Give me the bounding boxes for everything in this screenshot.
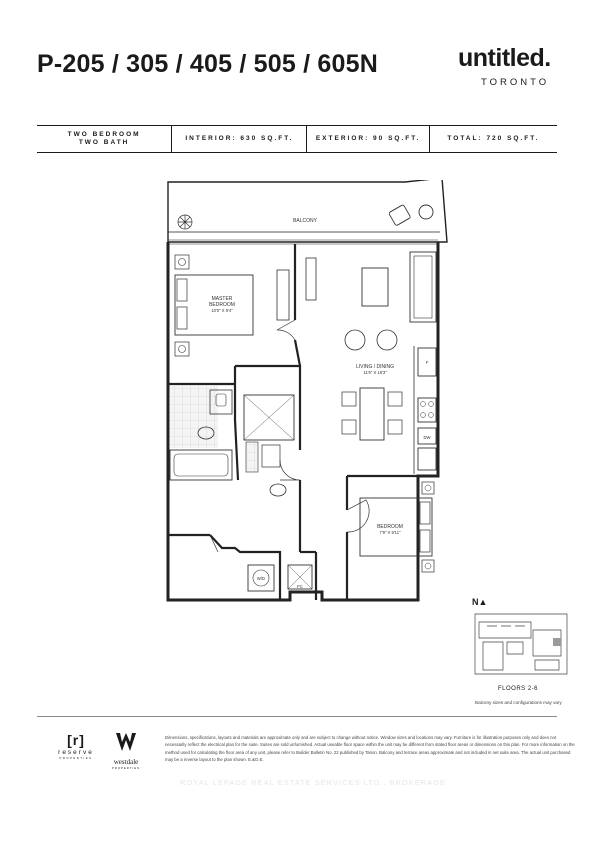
door-swings bbox=[209, 319, 370, 553]
reserve-logo-sub: PROPERTIES bbox=[59, 756, 93, 760]
spec-interior: INTERIOR: 630 SQ.FT. bbox=[171, 126, 306, 152]
balcony-note: Balcony sizes and configurations may var… bbox=[475, 700, 562, 705]
washer-dryer-icon bbox=[247, 564, 275, 592]
plant-icon bbox=[177, 214, 193, 230]
balcony-label: BALCONY bbox=[293, 218, 318, 224]
spec-interior-label: INTERIOR: 630 SQ.FT. bbox=[185, 135, 294, 142]
bathrooms bbox=[169, 386, 295, 497]
balcony bbox=[167, 180, 448, 243]
key-plan bbox=[474, 613, 568, 675]
coffee-table-icon bbox=[361, 267, 389, 307]
brand-subtitle: TORONTO bbox=[481, 77, 550, 88]
shower-icon bbox=[243, 394, 295, 441]
cooktop-icon bbox=[417, 397, 437, 423]
lounge-chair-icon bbox=[388, 204, 434, 226]
dining-table-icon bbox=[359, 387, 385, 441]
reserve-logo: [r] reserve PROPERTIES bbox=[52, 732, 100, 760]
fridge-label: F bbox=[426, 360, 429, 365]
fan-coil-icon bbox=[287, 564, 313, 590]
living-dining: LIVING / DINING 11'5" X 18'3" bbox=[305, 251, 437, 441]
fan-coil-label: FC bbox=[297, 584, 303, 589]
chair-icon bbox=[376, 329, 398, 351]
spec-exterior-label: EXTERIOR: 90 SQ.FT. bbox=[315, 135, 421, 142]
unit-highlight bbox=[553, 638, 561, 646]
kitchen: F DW bbox=[413, 346, 437, 474]
spec-exterior: EXTERIOR: 90 SQ.FT. bbox=[306, 126, 428, 152]
chair-icon bbox=[344, 329, 366, 351]
brand-logo: untitled. bbox=[458, 44, 551, 72]
bed-icon bbox=[174, 274, 254, 336]
spec-bedrooms-line1: TWO BEDROOM bbox=[67, 131, 141, 138]
sofa-icon bbox=[409, 251, 437, 323]
toilet-icon bbox=[197, 426, 215, 440]
master-bedroom: MASTER BEDROOM 10'0" X 9'4" bbox=[174, 254, 290, 357]
dresser-icon bbox=[276, 269, 290, 321]
tv-unit-icon bbox=[305, 257, 317, 301]
master-bedroom-name-2: BEDROOM bbox=[209, 302, 235, 308]
bedroom-dims: 7'9" X 9'11" bbox=[379, 530, 401, 535]
floors-label: FLOORS 2-6 bbox=[498, 686, 539, 692]
vanity-sink-icon bbox=[209, 389, 233, 415]
nightstand-icon bbox=[174, 254, 190, 270]
westdale-logo-word: westdale bbox=[113, 758, 139, 766]
fridge-icon bbox=[417, 347, 437, 377]
bedroom-2: BEDROOM 7'9" X 9'11" bbox=[359, 481, 435, 573]
bedroom-name: BEDROOM bbox=[377, 524, 403, 530]
spec-bedrooms: TWO BEDROOM TWO BATH bbox=[37, 126, 171, 152]
exterior-walls bbox=[166, 242, 440, 602]
kitchen-sink-icon bbox=[417, 447, 437, 471]
dishwasher-icon bbox=[417, 427, 437, 445]
westdale-logo-icon bbox=[116, 733, 136, 751]
dishwasher-label: DW bbox=[424, 435, 431, 440]
window-line bbox=[168, 239, 438, 245]
living-dining-name: LIVING / DINING bbox=[356, 364, 394, 370]
master-bedroom-dims: 10'0" X 9'4" bbox=[211, 308, 233, 313]
bed-2-icon bbox=[359, 497, 433, 557]
north-arrow: N▲ bbox=[472, 597, 488, 607]
plan-title: P-205 / 305 / 405 / 505 / 605N bbox=[37, 50, 378, 78]
sink-2-icon bbox=[261, 444, 281, 468]
spec-bedrooms-line2: TWO BATH bbox=[78, 139, 130, 146]
spec-total: TOTAL: 720 SQ.FT. bbox=[428, 126, 557, 152]
master-bedroom-name: MASTER bbox=[212, 296, 233, 302]
spec-total-label: TOTAL: 720 SQ.FT. bbox=[447, 135, 540, 142]
disclaimer-text: Dimensions, specifications, layouts and … bbox=[165, 735, 575, 762]
floor-plan: MASTER BEDROOM 10'0" X 9'4" LIVING / DIN… bbox=[166, 180, 448, 602]
washer-dryer-label: W/D bbox=[257, 576, 265, 581]
westdale-logo-sub: PROPERTIES bbox=[112, 766, 140, 770]
toilet-2-icon bbox=[269, 483, 287, 497]
living-dining-dims: 11'5" X 18'3" bbox=[363, 370, 387, 375]
interior-walls bbox=[168, 244, 418, 600]
reserve-logo-mark: [r] bbox=[67, 732, 85, 748]
bathtub-icon bbox=[169, 449, 233, 481]
laundry: W/D FC bbox=[247, 564, 313, 592]
reserve-logo-word: reserve bbox=[58, 749, 94, 756]
brokerage-watermark: ROYAL LEPAGE REAL ESTATE SERVICES LTD., … bbox=[180, 778, 447, 787]
footer-divider bbox=[37, 716, 557, 717]
spec-bar: TWO BEDROOM TWO BATH INTERIOR: 630 SQ.FT… bbox=[37, 125, 557, 153]
westdale-logo: westdale PROPERTIES bbox=[106, 732, 146, 770]
